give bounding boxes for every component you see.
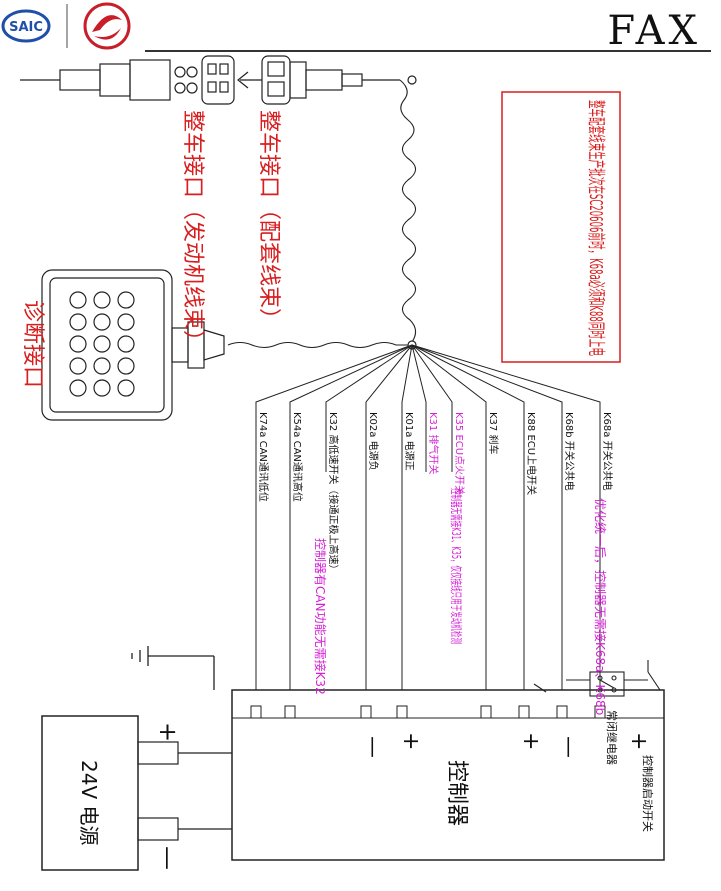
power-supply-box (41, 715, 139, 871)
wire-label-k68a: K68a 开关公共电 (601, 412, 614, 491)
pin-k68b (556, 705, 568, 719)
twisted-pair-wire (399, 79, 417, 343)
pin-k02a (360, 705, 372, 719)
wire-k01a (401, 344, 413, 690)
relay-icon (566, 671, 648, 697)
saic-logo-text: SAIC (9, 20, 43, 35)
note-can: 控制器有CAN功能无需接K32 (313, 538, 328, 695)
pin-k68b-sign: — (556, 736, 581, 758)
saic-logo: SAIC (1, 9, 51, 43)
header-rule (145, 50, 711, 52)
wire-k35 (411, 344, 453, 472)
wire-label-k35: K35 ECU点火开关 (453, 412, 466, 495)
pin-k74a (250, 705, 262, 719)
switch-icon (533, 660, 661, 693)
power-minus-sign: — (154, 846, 182, 870)
wire-k54a (289, 344, 413, 690)
label-diagnostic: 诊断接口 (20, 300, 45, 388)
pin-k01a (396, 705, 408, 719)
wire-label-k37: K37 刹车 (487, 412, 500, 454)
wire-bundle: K68a 开关公共电 K68b 开关公共电 K88 ECU上电开关 K37 刹车 K35… (250, 344, 614, 719)
note-optimized: 优化统一后，控制器无需接K68a、K68b (593, 498, 608, 715)
wire-k68a (411, 344, 601, 690)
diag-cable (227, 342, 408, 348)
power-terminal-minus (137, 817, 179, 841)
engine-harness-connector (20, 55, 235, 105)
wire-node-top (407, 75, 417, 85)
pin-k02a-sign: — (360, 736, 385, 758)
label-vehicle-harness: 整车接口（配套线束） (256, 110, 281, 330)
pin-k37 (480, 705, 492, 719)
wire-label-k01a: K01a 电源正 (403, 412, 416, 471)
pin-k88 (518, 705, 530, 719)
fax-label: FAX (607, 8, 701, 54)
wire-label-k88: K88 ECU上电开关 (525, 412, 538, 495)
direction-arrow-icon (237, 71, 262, 89)
note-k31-k35: 控制器无需接K31、K35，仅仅接线只用于发动机检测 (449, 488, 464, 644)
ground-icon (131, 646, 215, 690)
vehicle-harness-connector (261, 55, 400, 105)
wire-k32 (325, 344, 413, 472)
wire-k31 (411, 344, 427, 472)
wire-label-k02a: K02a 电源负 (367, 412, 380, 471)
wire-label-k31: K31 排气开关 (427, 412, 440, 474)
brand-emblem-icon (83, 2, 131, 50)
label-engine-harness: 整车接口（发动机线束） (180, 110, 205, 352)
wire-k02a (365, 344, 413, 690)
power-supply-label: 24V 电源 (77, 760, 101, 846)
wire-k74a (255, 344, 413, 690)
wire-label-k68b: K68b 开关公共电 (563, 412, 576, 491)
notice-text: 整车配套线束生产批次在SC20606前时，K68a必须和K88同时上电 (585, 100, 606, 356)
power-terminal-plus (137, 741, 179, 765)
wire-label-k74a: K74a CAN通讯低位 (257, 412, 270, 502)
wire-label-k32: K32 高低速开关（接通正极上高速） (327, 412, 340, 574)
notice-box (501, 91, 621, 363)
relay-label: 常闭继电器 (605, 710, 618, 765)
controller-box (231, 689, 665, 861)
controller-label: 控制器 (444, 760, 469, 826)
controller-switch-label: 控制器启动开关 (641, 755, 655, 832)
wire-k37 (411, 344, 487, 690)
pin-k88-sign: + (518, 732, 543, 750)
wire-k68b (411, 344, 563, 690)
diagnostic-connector (41, 269, 225, 421)
wire-label-k54a: K54a CAN通讯高位 (291, 412, 304, 502)
pin-k54a (284, 705, 296, 719)
pin-k68a-sign: + (626, 732, 651, 750)
wire-k88 (411, 344, 525, 690)
pin-k01a-sign: + (398, 732, 423, 750)
power-plus-sign: + (154, 722, 182, 742)
